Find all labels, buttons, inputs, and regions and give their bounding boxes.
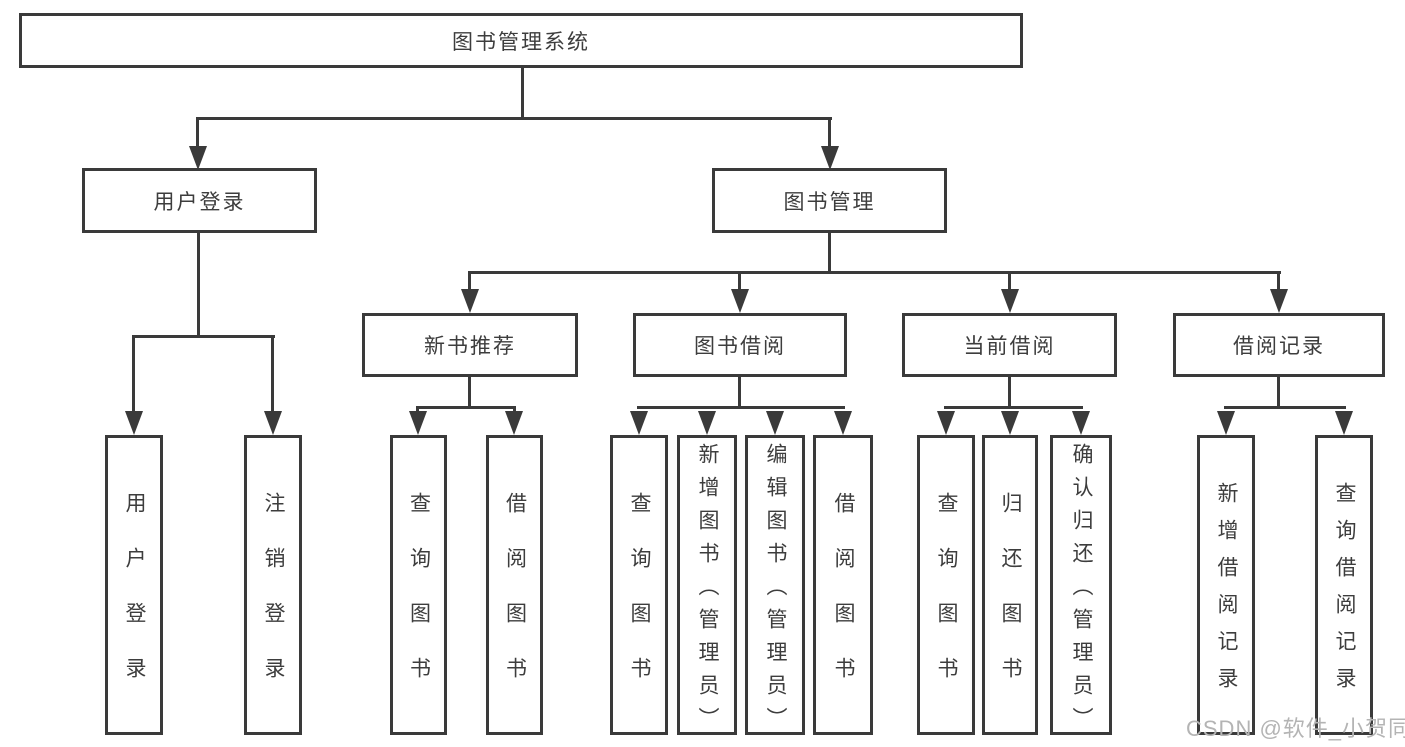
leaf-add-borrow-record: 新增借阅记录 [1197, 435, 1255, 735]
connector-user-login-drop [197, 231, 200, 338]
leaf-user-login: 用户登录 [105, 435, 163, 735]
leaf-confirm-return-admin: 确认归还（管理员） [1050, 435, 1112, 740]
connector-recommend-drop [468, 375, 471, 409]
node-new-book-recommend-label: 新书推荐 [424, 335, 516, 358]
csdn-watermark: CSDN @软件_小贺同学 [1186, 716, 1405, 741]
node-borrow-records-label: 借阅记录 [1233, 335, 1325, 358]
connector-user-login-rail [132, 335, 275, 338]
node-library-system-label: 图书管理系统 [452, 30, 590, 54]
node-book-borrow-label: 图书借阅 [694, 335, 786, 358]
connector-current-rail [944, 406, 1083, 409]
leaf-return-book: 归还图书 [982, 435, 1038, 735]
connector-stub-leaf-login [132, 335, 135, 417]
node-library-system: 图书管理系统 [19, 13, 1023, 68]
connector-records-rail [1224, 406, 1346, 409]
node-book-borrow: 图书借阅 [633, 313, 847, 377]
leaf-query-borrow-record: 查询借阅记录 [1315, 435, 1373, 735]
node-user-login: 用户登录 [82, 168, 317, 233]
arrow-recd-query [1335, 411, 1353, 435]
connector-stub-user-login [196, 117, 199, 153]
arrow-rec-borrow [505, 411, 523, 435]
leaf-borrow-books: 借阅图书 [813, 435, 873, 735]
connector-root-drop [521, 66, 524, 120]
node-current-borrow-label: 当前借阅 [963, 335, 1056, 358]
leaf-recommend-query-books-label: 查询图书 [407, 492, 431, 712]
node-user-login-label: 用户登录 [153, 190, 246, 214]
connector-stub-recommend [468, 271, 471, 295]
connector-stub-records [1277, 271, 1280, 295]
connector-level3-rail [468, 271, 1281, 274]
leaf-return-book-label: 归还图书 [999, 492, 1022, 712]
connector-stub-borrow [738, 271, 741, 295]
connector-recommend-rail [416, 406, 516, 409]
leaf-logout: 注销登录 [244, 435, 302, 735]
leaf-current-query-books-label: 查询图书 [935, 492, 958, 712]
arrow-leaf-login [125, 411, 143, 435]
arrow-bor-add [698, 411, 716, 435]
connector-current-drop [1008, 375, 1011, 409]
leaf-recommend-borrow-books-label: 借阅图书 [503, 492, 527, 712]
arrow-bor-borrow [834, 411, 852, 435]
leaf-query-borrow-record-label: 查询借阅记录 [1333, 482, 1356, 704]
leaf-confirm-return-admin-label: 确认归还（管理员） [1070, 442, 1093, 740]
leaf-current-query-books: 查询图书 [917, 435, 975, 735]
leaf-borrow-query-books: 查询图书 [610, 435, 668, 735]
arrow-current [1001, 289, 1019, 313]
connector-stub-current [1008, 271, 1011, 295]
arrow-cur-confirm [1072, 411, 1090, 435]
connector-book-management-drop [828, 231, 831, 274]
leaf-logout-label: 注销登录 [262, 492, 285, 712]
arrow-recd-add [1217, 411, 1235, 435]
arrow-cur-return [1001, 411, 1019, 435]
arrow-records [1270, 289, 1288, 313]
arrow-bor-edit [766, 411, 784, 435]
arrow-cur-query [937, 411, 955, 435]
node-book-management-label: 图书管理 [783, 190, 876, 214]
node-book-management: 图书管理 [712, 168, 947, 233]
arrow-book-management [821, 146, 839, 170]
leaf-edit-book-admin: 编辑图书（管理员） [745, 435, 805, 740]
connector-borrow-drop [738, 375, 741, 409]
arrow-borrow [731, 289, 749, 313]
leaf-borrow-query-books-label: 查询图书 [628, 492, 651, 712]
leaf-add-book-admin: 新增图书（管理员） [677, 435, 737, 740]
leaf-recommend-borrow-books: 借阅图书 [486, 435, 543, 735]
arrow-rec-query [409, 411, 427, 435]
leaf-add-book-admin-label: 新增图书（管理员） [696, 442, 719, 740]
node-borrow-records: 借阅记录 [1173, 313, 1385, 377]
leaf-user-login-label: 用户登录 [123, 492, 146, 712]
connector-records-drop [1277, 375, 1280, 409]
connector-borrow-rail [637, 406, 845, 409]
arrow-leaf-logout [264, 411, 282, 435]
connector-stub-leaf-logout [271, 335, 274, 417]
leaf-borrow-books-label: 借阅图书 [832, 492, 855, 712]
leaf-recommend-query-books: 查询图书 [390, 435, 447, 735]
connector-level2-rail [197, 117, 832, 120]
arrow-recommend [461, 289, 479, 313]
connector-stub-book-management [828, 117, 831, 153]
node-new-book-recommend: 新书推荐 [362, 313, 578, 377]
leaf-edit-book-admin-label: 编辑图书（管理员） [764, 442, 787, 740]
arrow-bor-query [630, 411, 648, 435]
node-current-borrow: 当前借阅 [902, 313, 1117, 377]
arrow-user-login [189, 146, 207, 170]
leaf-add-borrow-record-label: 新增借阅记录 [1215, 482, 1238, 704]
